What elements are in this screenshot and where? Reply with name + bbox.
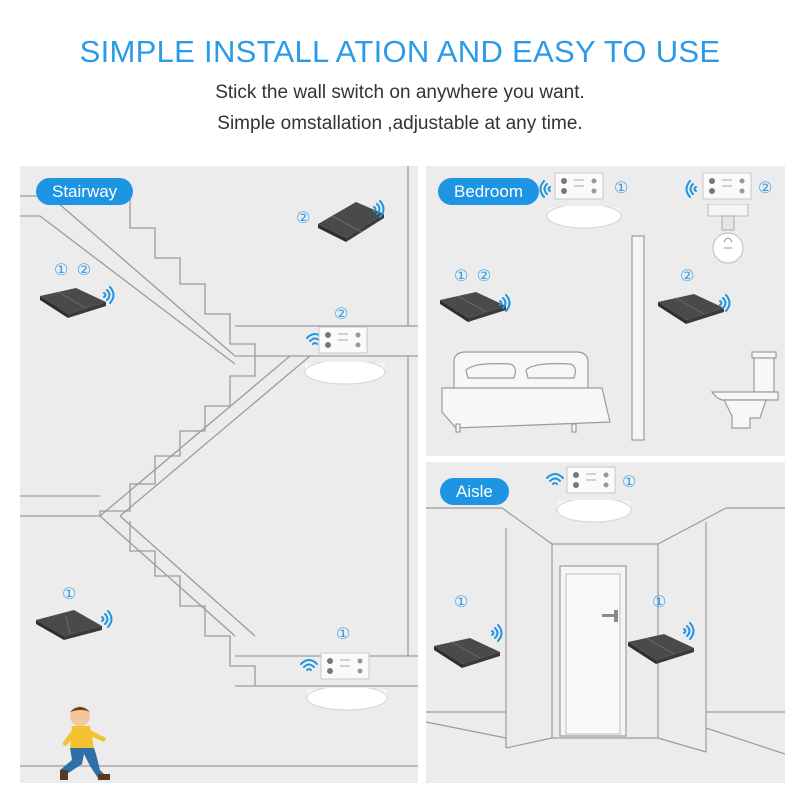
relay-module-icon [566, 466, 616, 494]
channel-tag: ① ② [454, 268, 494, 285]
relay-module-icon [320, 652, 370, 680]
child-icon [60, 706, 110, 780]
wifi-signal-icon [683, 622, 695, 640]
channel-tag: ② [334, 306, 351, 323]
channel-tag: ① [622, 474, 639, 491]
bulb-icon [707, 204, 749, 264]
channel-tag: ① [614, 180, 631, 197]
wall-switch-icon[interactable] [628, 628, 698, 668]
channel-tag: ② [296, 210, 313, 227]
channel-tag: ① [454, 594, 471, 611]
wifi-signal-icon [373, 200, 385, 218]
channel-tag: ① [62, 586, 79, 603]
relay-module-icon [702, 172, 752, 200]
wifi-signal-icon [546, 473, 564, 485]
ceiling-lamp-icon [556, 500, 632, 523]
relay-module-icon [554, 172, 604, 200]
wall-switch-icon[interactable] [440, 286, 510, 326]
door-icon [559, 565, 627, 737]
wifi-signal-icon [491, 624, 503, 642]
wifi-signal-icon [685, 180, 697, 198]
wall-switch-icon[interactable] [434, 632, 504, 672]
wifi-signal-icon [539, 180, 551, 198]
toilet-icon [710, 351, 779, 429]
channel-tag: ① ② [54, 262, 94, 279]
wifi-signal-icon [719, 294, 731, 312]
channel-tag: ① [336, 626, 353, 643]
wifi-signal-icon [103, 286, 115, 304]
channel-tag: ② [758, 180, 775, 197]
ceiling-lamp-icon [306, 688, 388, 711]
wifi-signal-icon [499, 294, 511, 312]
stairway-panel: Stairway ② ① ② ② [20, 166, 418, 783]
ceiling-lamp-icon [546, 206, 622, 229]
bedroom-illustration [441, 235, 779, 441]
wifi-signal-icon [101, 610, 113, 628]
wall-switch-icon[interactable] [40, 282, 110, 322]
aisle-illustration [426, 507, 785, 755]
channel-tag: ① [652, 594, 669, 611]
ceiling-lamp-icon [304, 362, 386, 385]
wifi-signal-icon [300, 659, 318, 671]
wall-switch-icon[interactable] [658, 288, 728, 328]
aisle-panel: Aisle ① ① ① [426, 462, 785, 783]
stairway-illustration [20, 166, 418, 767]
wall-switch-icon[interactable] [318, 202, 388, 242]
subtitle-line-2: Simple omstallation ,adjustable at any t… [217, 113, 583, 134]
wall-switch-icon[interactable] [36, 604, 106, 644]
bed-icon [441, 351, 611, 433]
page-title: SIMPLE INSTALL ATION AND EASY TO USE [79, 34, 721, 69]
relay-module-icon [318, 326, 368, 354]
bedroom-label: Bedroom [438, 178, 539, 205]
subtitle-line-1: Stick the wall switch on anywhere you wa… [215, 82, 585, 103]
aisle-label: Aisle [440, 478, 509, 505]
channel-tag: ② [680, 268, 697, 285]
stairway-label: Stairway [36, 178, 134, 205]
bedroom-panel: Bedroom ① ② ① ② [426, 166, 785, 456]
